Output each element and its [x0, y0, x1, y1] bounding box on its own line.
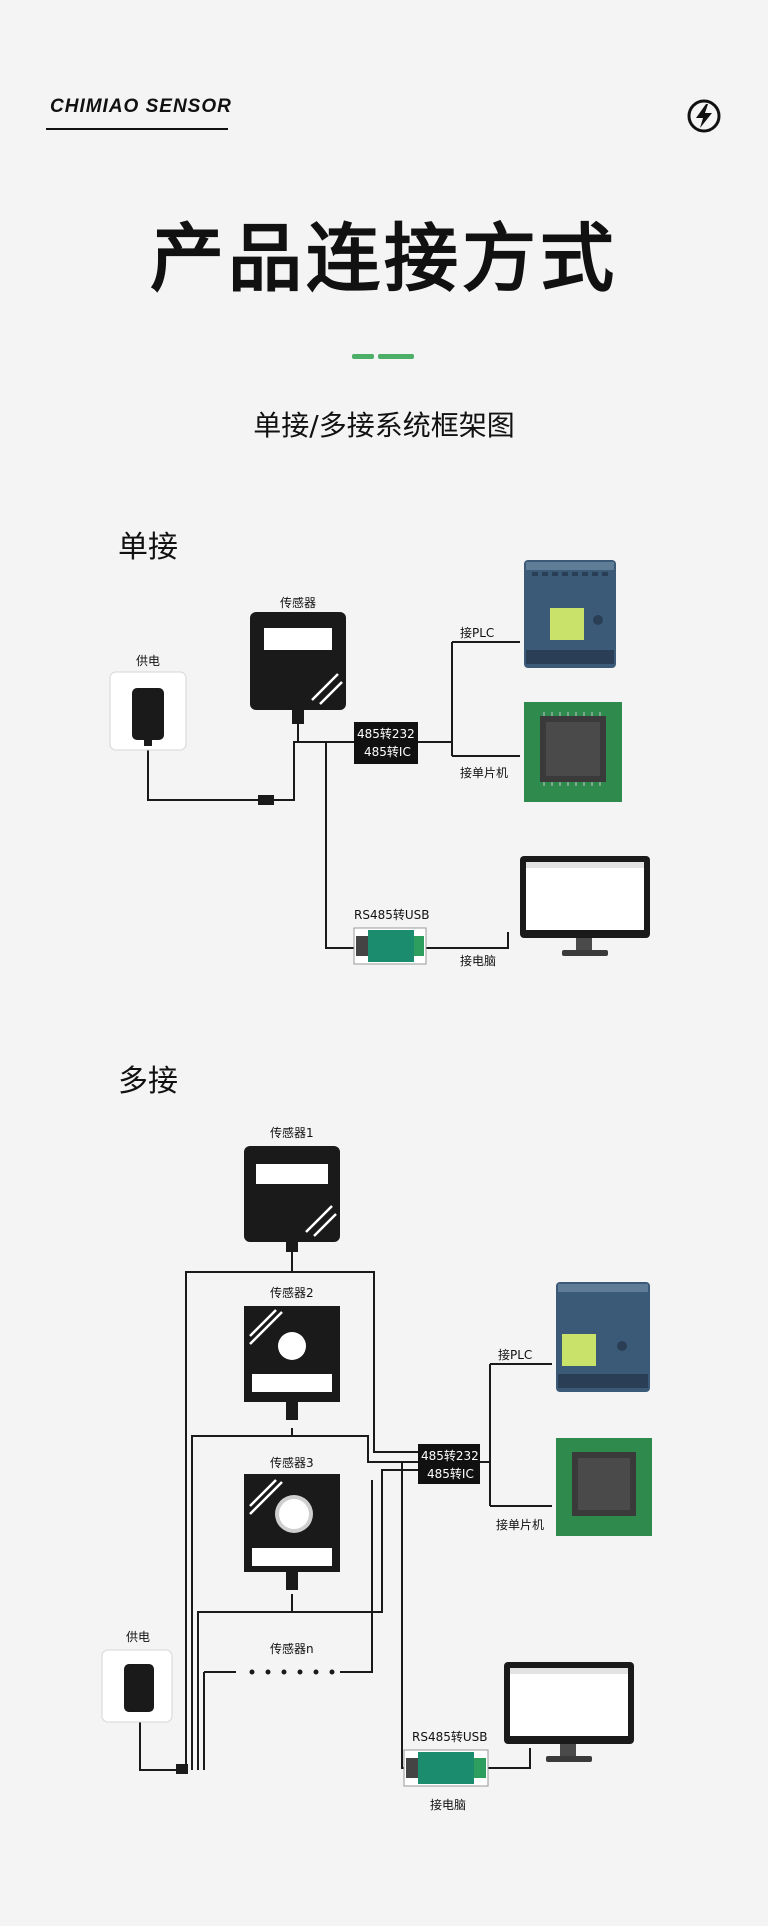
multi-usb-label: RS485转USB [412, 1730, 488, 1744]
single-converter-line1: 485转232 [357, 727, 415, 741]
usb-converter-icon [353, 927, 427, 965]
multi-usb-converter-icon [403, 1749, 489, 1787]
single-sensor-label: 传感器 [280, 596, 317, 610]
single-diagram [109, 560, 650, 965]
multi-heading: 多接 [118, 1064, 178, 1099]
multi-sensor2-label: 传感器2 [270, 1286, 314, 1300]
sensor-1-icon [244, 1146, 340, 1252]
single-power-label: 供电 [136, 654, 161, 668]
multi-plc-icon [556, 1282, 650, 1392]
lightning-bolt-icon [687, 99, 721, 133]
title-accent-right [378, 354, 414, 359]
converter-box [354, 722, 418, 764]
multi-converter-line1: 485转232 [421, 1449, 479, 1463]
sensor-icon [250, 612, 346, 724]
multi-power-socket-icon [101, 1649, 173, 1723]
multi-mcu-label: 接单片机 [496, 1518, 545, 1532]
page-title: 产品连接方式 [150, 216, 618, 302]
multi-power-label: 供电 [126, 1630, 151, 1644]
sensor-3-icon [244, 1474, 340, 1590]
multi-pc-label: 接电脑 [430, 1798, 467, 1812]
microcontroller-icon [524, 702, 622, 802]
multi-monitor-icon [504, 1662, 634, 1762]
multi-microcontroller-icon [556, 1438, 652, 1536]
multi-sensorn-label: 传感器n [270, 1642, 314, 1656]
multi-converter-line2: 485转IC [427, 1467, 474, 1481]
single-mcu-label: 接单片机 [460, 766, 509, 780]
power-socket-icon [109, 671, 187, 751]
single-heading: 单接 [118, 530, 178, 565]
brand-name: CHIMIAO SENSOR [50, 96, 232, 117]
plc-icon [524, 560, 616, 668]
multi-plc-label: 接PLC [498, 1348, 533, 1362]
single-usb-label: RS485转USB [354, 908, 430, 922]
brand-underline [46, 128, 228, 130]
multi-diagram [101, 1146, 652, 1787]
single-pc-label: 接电脑 [460, 954, 497, 968]
monitor-icon [520, 856, 650, 956]
multi-sensor1-label: 传感器1 [270, 1126, 314, 1140]
single-converter-line2: 485转IC [364, 745, 411, 759]
title-accent-left [352, 354, 374, 359]
sensor-2-icon [244, 1306, 340, 1420]
multi-converter-box [418, 1444, 480, 1484]
page-subtitle: 单接/多接系统框架图 [253, 409, 515, 442]
single-plc-label: 接PLC [460, 626, 495, 640]
multi-sensor3-label: 传感器3 [270, 1456, 314, 1470]
